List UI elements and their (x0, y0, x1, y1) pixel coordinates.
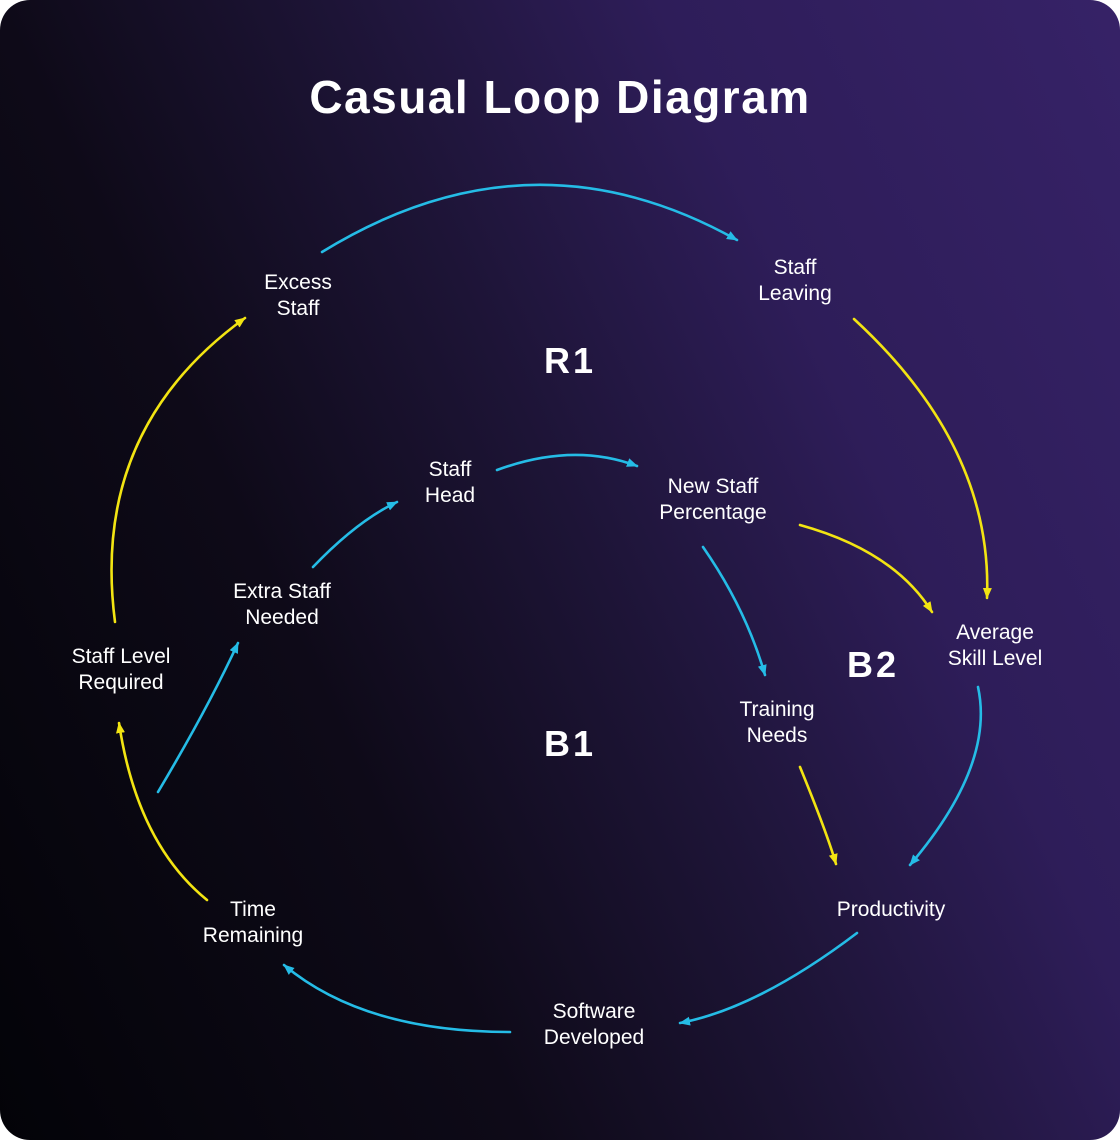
node-training-needs: Training Needs (739, 698, 815, 747)
node-new-staff-percentage: New Staff Percentage (659, 475, 767, 524)
arrow-staff-level-required-to-excess-staff (110, 316, 247, 624)
node-excess-staff: Excess Staff (264, 271, 332, 320)
arrow-extra-staff-needed-to-staff-head (311, 500, 399, 569)
node-productivity: Productivity (836, 898, 946, 921)
loop-label-r1: R1 (543, 340, 597, 381)
node-software-developed: Software Developed (543, 1000, 645, 1049)
arrow-new-staff-percentage-to-average-skill-level (798, 523, 934, 614)
arrow-time-remaining-to-staff-level-required (116, 721, 209, 902)
node-staff-level-required: Staff Level Required (71, 645, 171, 694)
arrow-training-needs-to-productivity (798, 765, 838, 866)
arrow-average-skill-level-to-productivity (908, 685, 983, 867)
node-staff-head: Staff Head (424, 458, 476, 507)
arrow-staff-head-to-new-staff-percentage (495, 453, 639, 472)
node-extra-staff-needed: Extra Staff Needed (233, 580, 331, 629)
loop-label-b1: B1 (543, 723, 597, 764)
node-average-skill-level: Average Skill Level (947, 621, 1043, 670)
arrow-software-developed-to-time-remaining (282, 963, 512, 1034)
arrow-productivity-to-software-developed (678, 931, 859, 1026)
arrow-staff-level-required-to-extra-staff-needed (156, 641, 240, 794)
node-time-remaining: Time Remaining (202, 898, 304, 947)
arrow-excess-staff-to-staff-leaving (320, 183, 739, 254)
arrow-staff-leaving-to-average-skill-level (852, 317, 992, 600)
arrow-new-staff-percentage-to-training-needs (701, 545, 767, 677)
loop-label-b2: B2 (846, 644, 900, 685)
node-staff-leaving: Staff Leaving (758, 256, 832, 305)
page-title: Casual Loop Diagram (309, 71, 811, 123)
